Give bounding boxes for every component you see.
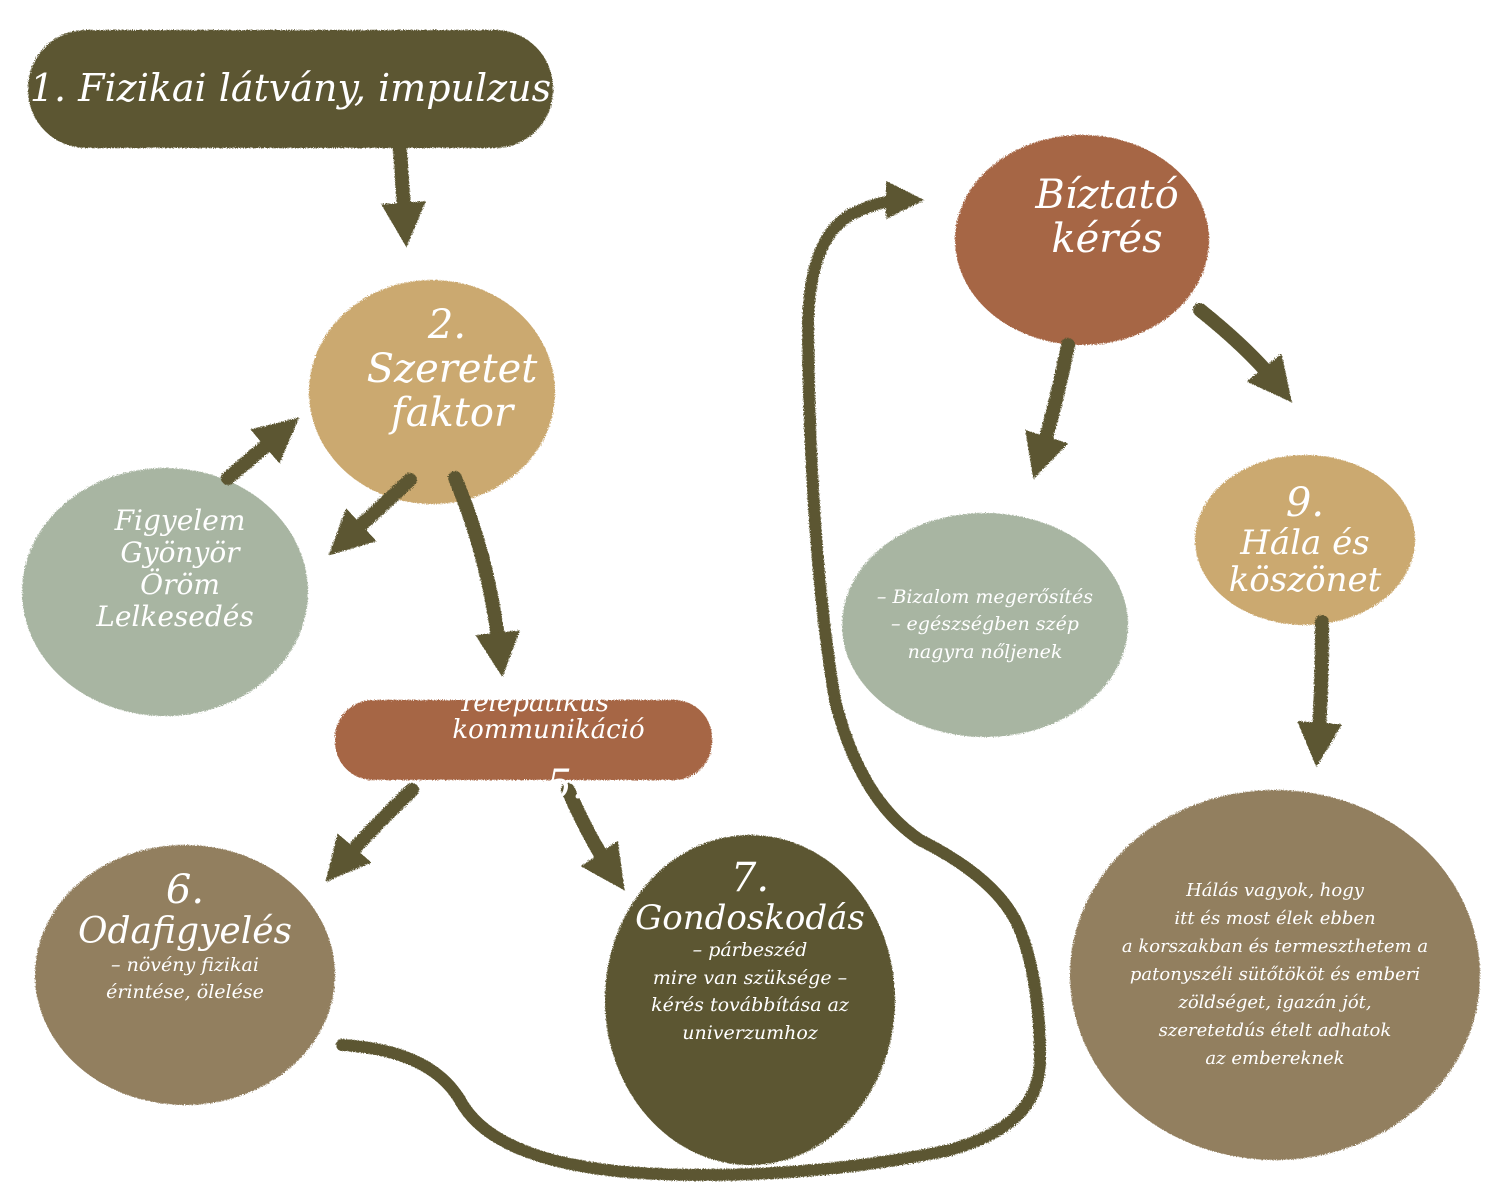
node-10-thanks-text: Hálás vagyok, hogy itt és most élek ebbe… — [1070, 790, 1480, 1160]
node-8b-shape — [842, 513, 1128, 737]
node-1-shape — [28, 30, 553, 148]
node-3-line-2: Gyönyör — [120, 535, 240, 569]
node-9-shape — [1195, 455, 1415, 625]
node-8-number: 8. — [1094, 343, 1134, 389]
node-10-line-3: a korszakban és termeszthetem a — [1121, 936, 1429, 958]
node-10-line-2: itt és most élek ebben — [1174, 908, 1376, 930]
node-10-shape — [1070, 790, 1480, 1160]
node-7-care: 7. Gondoskodás – párbeszéd mire van szük… — [605, 840, 895, 1160]
node-7-line-2: mire van szüksége – — [652, 966, 848, 989]
node-3-line-1: Figyelem — [114, 503, 246, 537]
node-2-love-factor: 2. Szeretet faktor 4. — [309, 280, 555, 593]
node-1-physical-impulse: 1. Fizikai látvány, impulzus — [28, 30, 553, 148]
node-3-line-4: Lelkesedés — [96, 600, 254, 634]
edge-2-to-5 — [448, 471, 520, 678]
node-2-shape — [309, 280, 555, 504]
edge-1-to-2 — [381, 143, 426, 248]
node-10-line-4: patonyszéli sütőtököt és emberi — [1129, 964, 1421, 986]
node-9-line-2: köszönet — [1228, 560, 1382, 600]
node-5-number: 5. — [546, 762, 585, 809]
node-10-line-5: zöldséget, igazán jót, — [1178, 991, 1372, 1013]
node-3-number: 3. — [185, 731, 225, 778]
node-8-encouraging-request: Bíztató kérés 8. — [955, 135, 1209, 389]
node-7-title: Gondoskodás — [635, 898, 865, 938]
node-shapes — [22, 30, 1480, 1165]
node-4-number: 4. — [432, 547, 472, 593]
node-8-line-2: kérés — [1051, 216, 1163, 262]
node-8-shape — [955, 135, 1209, 345]
edge-8-to-8b — [1025, 338, 1075, 480]
edge-6-to-8 — [336, 180, 1047, 1182]
node-3-feelings: Figyelem Gyönyör Öröm Lelkesedés 3. — [22, 468, 308, 777]
node-6-number: 6. — [165, 867, 205, 913]
node-7-shape — [605, 835, 895, 1165]
edge-5-to-7 — [561, 783, 625, 891]
edge-2-to-3 — [328, 473, 417, 556]
node-8b-trust: – Bizalom megerősítés – egészségben szép… — [842, 513, 1128, 737]
node-8b-line-2: – egészségben szép — [891, 613, 1079, 636]
node-7-line-4: univerzumhoz — [682, 1022, 818, 1045]
node-6-title: Odafigyelés — [77, 911, 292, 952]
node-6-line-2: érintése, ölelése — [106, 981, 264, 1004]
node-5-line-1: Telepatikus — [457, 687, 610, 718]
node-8b-line-1: – Bizalom megerősítés — [876, 585, 1094, 608]
node-8b-line-3: nagyra nőljenek — [907, 640, 1063, 663]
edge-9-to-10 — [1297, 615, 1342, 768]
edges — [221, 143, 1342, 1182]
edge-5-to-6 — [325, 783, 419, 883]
node-2-line-2: faktor — [390, 390, 514, 436]
node-2-line-1: Szeretet — [366, 346, 538, 392]
node-7-number: 7. — [730, 855, 770, 901]
node-1-label: 1. Fizikai látvány, impulzus — [29, 66, 552, 111]
node-7-line-3: kérés továbbítása az — [651, 994, 849, 1017]
node-5-line-2: kommunikáció — [452, 715, 645, 745]
node-3-shape — [22, 468, 308, 716]
node-9-number: 9. — [1285, 479, 1325, 526]
node-6-line-1: – növény fizikai — [111, 953, 259, 976]
node-3-line-3: Öröm — [140, 568, 220, 601]
node-6-shape — [35, 845, 335, 1105]
node-10-line-1: Hálás vagyok, hogy — [1186, 880, 1364, 902]
node-10-line-7: az embereknek — [1205, 1047, 1345, 1069]
node-2-number: 2. — [427, 302, 467, 348]
node-8-line-1: Bíztató — [1035, 172, 1179, 218]
node-5-telepathic-communication: Telepatikus kommunikáció 5. — [335, 689, 712, 808]
node-5-shape — [335, 700, 712, 780]
edge-3-to-2 — [221, 417, 300, 485]
node-9-line-1: Hála és — [1240, 522, 1370, 563]
node-7-line-1: – párbeszéd — [692, 939, 808, 962]
node-9-gratitude: 9. Hála és köszönet — [1195, 455, 1415, 625]
node-6-attention: 6. Odafigyelés – növény fizikai érintése… — [35, 850, 335, 1100]
node-10-line-6: szeretetdús ételt adhatok — [1158, 1019, 1392, 1041]
edge-8-to-9 — [1193, 303, 1292, 403]
